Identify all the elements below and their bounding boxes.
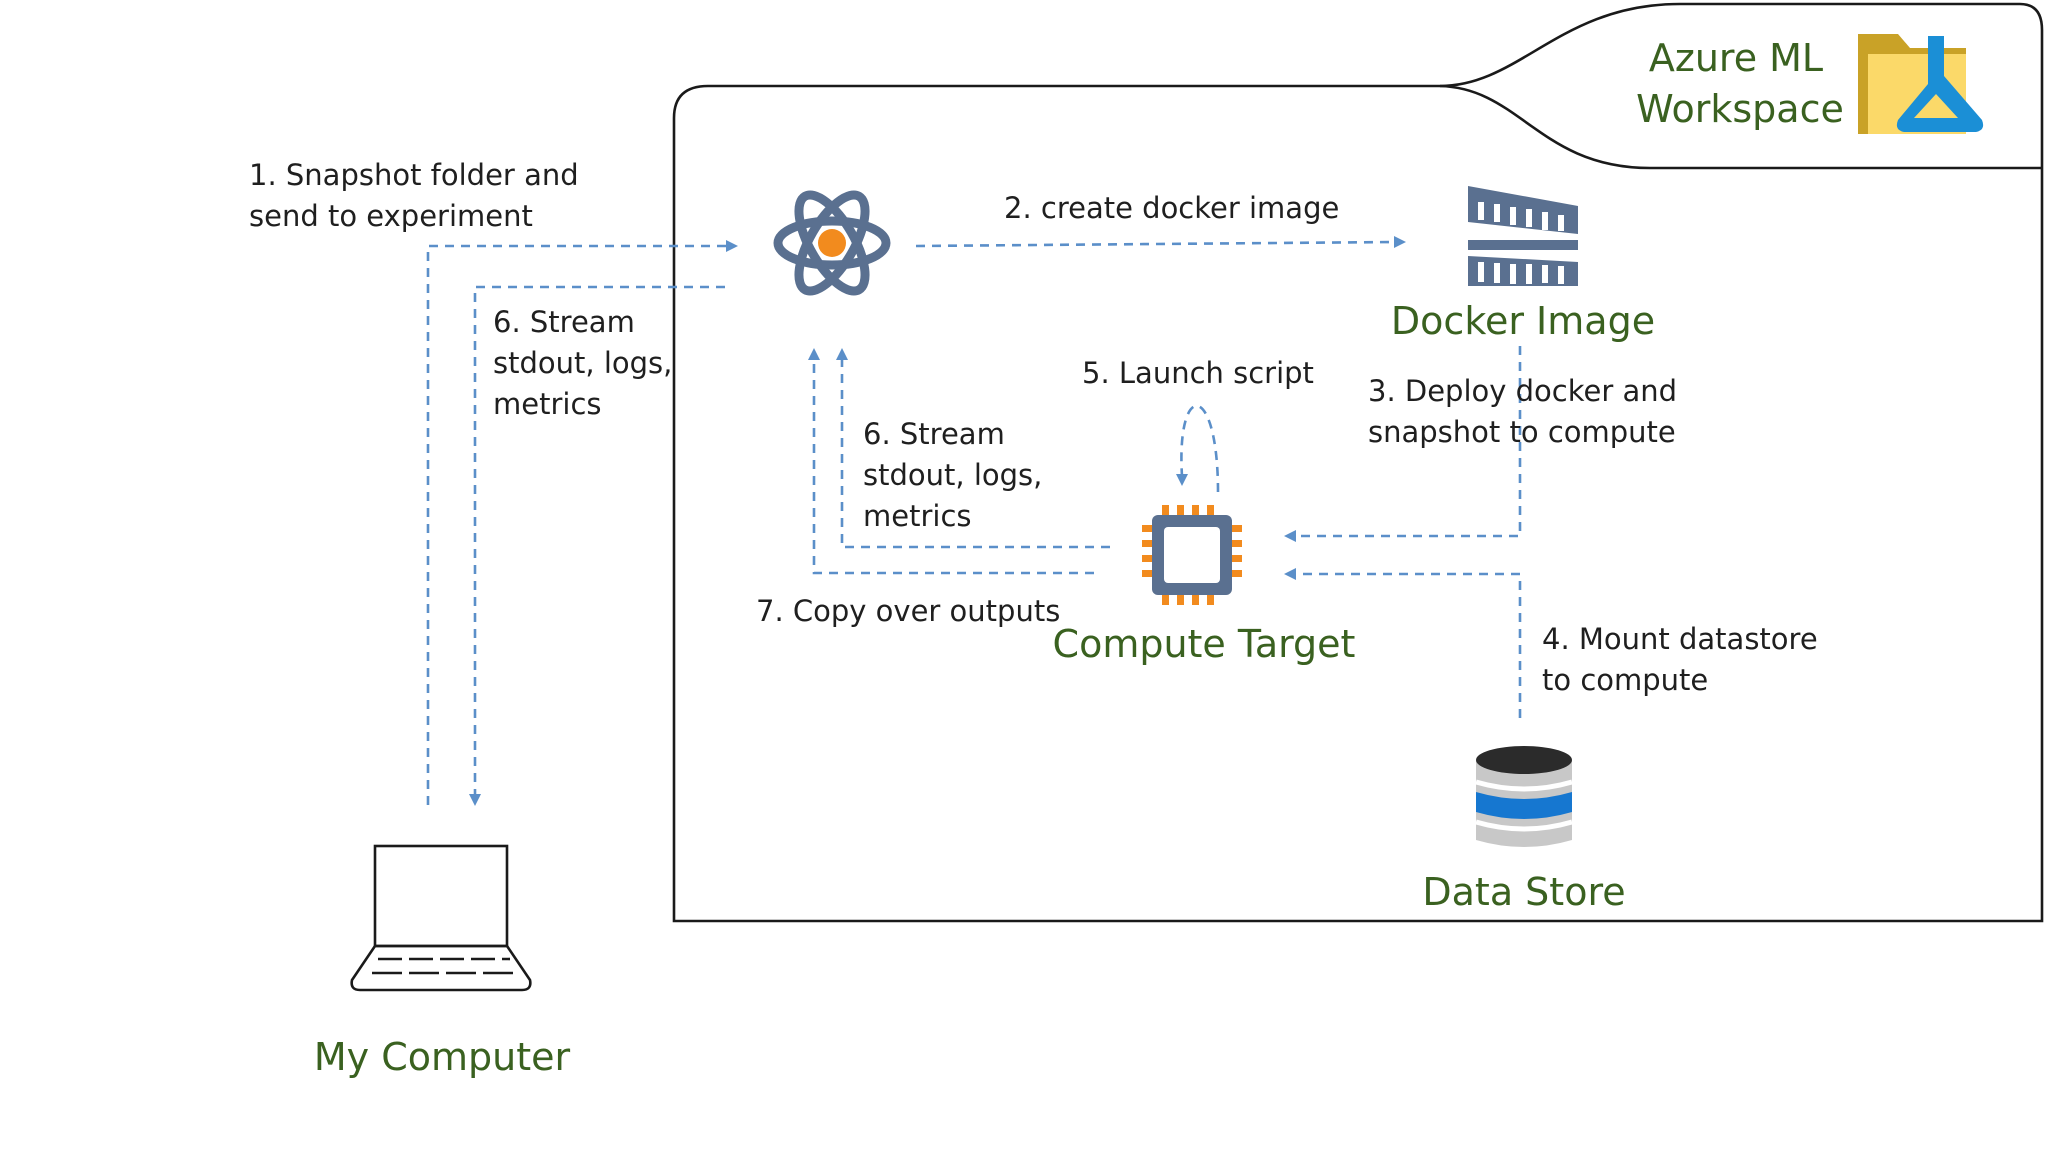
- step7-label: 7. Copy over outputs: [756, 594, 1060, 628]
- step6-left-line1: 6. Stream: [493, 305, 635, 339]
- workspace-title-line2: Workspace: [1636, 87, 1844, 131]
- workspace-boundary: [672, 2, 2044, 923]
- step2-label: 2. create docker image: [1004, 191, 1339, 225]
- compute-target-label: Compute Target: [1053, 622, 1356, 666]
- arrow-copy-outputs-head: [808, 348, 820, 360]
- step4-line1: 4. Mount datastore: [1542, 622, 1818, 656]
- arrow-create-docker-head: [1394, 236, 1406, 248]
- arrow-copy-outputs: [812, 358, 1094, 575]
- step5-label: 5. Launch script: [1082, 356, 1314, 390]
- workspace-title-line1: Azure ML: [1649, 36, 1823, 80]
- step1-line2: send to experiment: [249, 199, 533, 233]
- docker-image-label: Docker Image: [1391, 299, 1655, 343]
- arrow-launch-loop-head: [1176, 474, 1188, 486]
- step1-line1: 1. Snapshot folder and: [249, 158, 579, 192]
- step6-inner-line1: 6. Stream: [863, 417, 1005, 451]
- chip-icon: [1142, 505, 1242, 605]
- azure-ml-folder-flask-icon: [1858, 34, 1984, 134]
- atom-icon: [773, 190, 891, 296]
- arrow-stream-to-computer-head: [469, 794, 481, 806]
- arrow-create-docker: [915, 240, 1397, 248]
- arrow-stream-inner-head: [836, 348, 848, 360]
- arrow-mount-head: [1284, 568, 1296, 580]
- arrow-snapshot-head: [726, 240, 738, 252]
- arrow-deploy: [1294, 346, 1522, 538]
- database-icon: [1475, 746, 1573, 847]
- arrow-snapshot: [426, 244, 730, 805]
- container-icon: [1468, 186, 1578, 286]
- atom-nucleus: [818, 229, 846, 257]
- data-store-label: Data Store: [1422, 870, 1625, 914]
- step6-left-line3: metrics: [493, 387, 602, 421]
- arrow-launch-loop: [1180, 404, 1220, 493]
- step3-line2: snapshot to compute: [1368, 415, 1676, 449]
- workspace-tab-lower-edge: [1439, 84, 2042, 170]
- my-computer-label: My Computer: [314, 1035, 571, 1079]
- arrow-deploy-head: [1284, 530, 1296, 542]
- laptop-icon: [350, 844, 532, 992]
- step6-left-line2: stdout, logs,: [493, 346, 672, 380]
- step6-inner-line2: stdout, logs,: [863, 458, 1042, 492]
- step3-line1: 3. Deploy docker and: [1368, 374, 1677, 408]
- step6-inner-line3: metrics: [863, 499, 972, 533]
- flow-arrows: [426, 236, 1522, 806]
- step4-line2: to compute: [1542, 663, 1708, 697]
- arrow-mount: [1294, 572, 1522, 718]
- arrow-stream-to-computer: [473, 285, 725, 798]
